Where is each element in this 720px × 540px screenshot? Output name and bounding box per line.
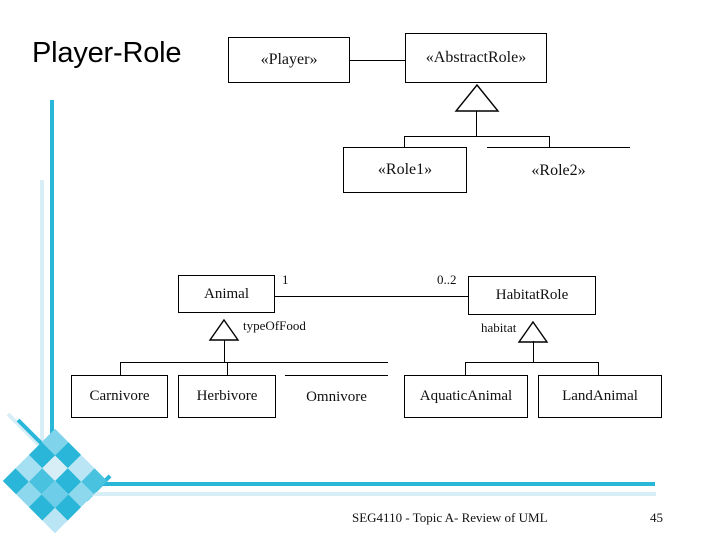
decor-mosaic-tile [55,441,82,468]
decor-mosaic-tile [28,441,55,468]
generalization-triangle-habitat [517,320,549,343]
class-label-aquaticanimal: AquaticAnimal [419,388,513,404]
class-box-landanimal: LandAnimal [538,375,662,418]
generalization-bar-roles [404,136,550,137]
class-label-role1: «Role1» [377,161,433,178]
decor-mosaic-tile [55,494,82,521]
generalization-bar-habitats [465,362,598,363]
decor-mosaic-tile [81,467,108,495]
decor-mosaic-tile [41,481,69,508]
decor-mosaic-tile [68,481,95,508]
decor-mosaic-tile [15,454,42,481]
generalization-drop-role1 [404,136,405,148]
class-label-herbivore: Herbivore [196,388,258,404]
generalization-drop-aquaticanimal [465,362,466,375]
discriminator-label-typeoffood: typeOfFood [243,318,306,333]
class-label-omnivore: Omnivore [306,388,367,405]
generalization-triangle-typeoffood [208,318,240,341]
decor-mosaic-tile [41,507,69,534]
page-title: Player-Role [32,37,182,69]
class-box-player: «Player» [228,37,350,83]
generalization-drop-landanimal [598,362,599,375]
decor-mosaic-tile [41,454,69,481]
association-animal-habitatrole [275,296,468,297]
class-label-habitatrole: HabitatRole [495,287,569,303]
class-box-herbivore: Herbivore [178,375,276,418]
discriminator-label-habitat: habitat [481,320,517,335]
decor-diagonal-accent-line [16,418,57,459]
footer-page-number: 45 [650,510,663,525]
class-label-carnivore: Carnivore [89,388,150,404]
generalization-drop-role2 [549,136,550,148]
generalization-triangle-abstractrole [454,83,500,112]
generalization-stem-typeoffood [224,340,225,362]
decor-mosaic-tile [2,467,29,495]
class-label-player: «Player» [260,51,318,68]
generalization-drop-carnivore [120,362,121,375]
decor-diagonal-pale-line [6,412,47,453]
decor-mosaic-tile [15,481,42,508]
class-box-role1: «Role1» [343,147,467,193]
class-box-carnivore: Carnivore [71,375,168,418]
multiplicity-animal-end: 1 [282,272,289,287]
decor-horizontal-pale-line [88,492,656,496]
generalization-drop-herbivore [227,362,228,375]
decor-mosaic-tile [68,454,95,481]
decor-mosaic-tile [28,494,55,521]
class-box-animal: Animal [178,275,275,313]
decor-mosaic-tile [55,467,82,495]
class-label-role2: «Role2» [531,161,586,179]
decor-vertical-accent-line [50,100,54,448]
generalization-bar-foodtypes [120,362,388,363]
class-box-aquaticanimal: AquaticAnimal [404,375,528,418]
generalization-stem-habitat [533,341,534,362]
decor-mosaic-tile [28,467,55,495]
class-box-role2: «Role2» [487,147,630,193]
decor-vertical-pale-line [40,180,44,442]
class-box-abstractrole: «AbstractRole» [405,33,547,83]
class-box-habitatrole: HabitatRole [468,276,596,315]
multiplicity-habitatrole-end: 0..2 [437,272,457,287]
footer-course-label: SEG4110 - Topic A- Review of UML [352,510,548,525]
class-label-landanimal: LandAnimal [562,388,638,404]
decor-diagonal-lower-line [84,474,112,502]
decor-mosaic-tile [41,428,69,455]
class-box-omnivore: Omnivore [285,375,388,418]
generalization-stem-abstractrole [476,111,477,136]
association-player-abstractrole [350,60,406,61]
decor-mosaic-diamond [2,428,108,534]
decor-horizontal-accent-line [95,482,655,486]
class-label-animal: Animal [204,285,249,302]
class-label-abstractrole: «AbstractRole» [425,49,527,66]
